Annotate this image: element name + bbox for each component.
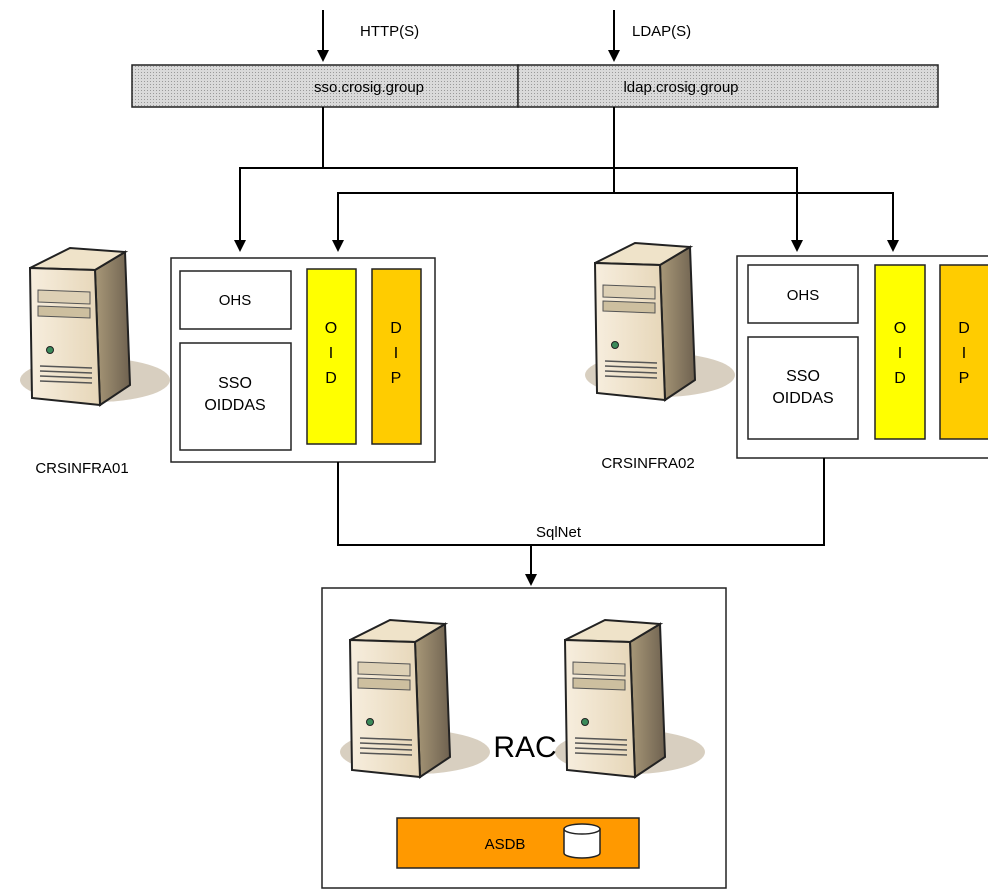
node2-sso-line2: OIDDAS [772, 390, 833, 407]
server-icon [584, 242, 736, 401]
load-balancer-bar: sso.crosig.group ldap.crosig.group [131, 64, 939, 108]
asdb-label: ASDB [485, 836, 526, 853]
node1-box: OHS SSO OIDDAS O I D D I P [170, 257, 436, 463]
database-cylinder-icon [563, 823, 601, 859]
node1-oid-letter: D [325, 370, 337, 387]
node2-dip-letter: P [959, 370, 970, 387]
sqlnet-connector [337, 458, 825, 586]
node2-dip-box [939, 264, 988, 440]
node1-oid-letter: I [329, 345, 333, 362]
node2-dip-letter: D [958, 320, 970, 337]
rac-label: RAC [493, 731, 556, 764]
node1-dip-letter: D [390, 320, 402, 337]
node2-oid-letter: I [898, 345, 902, 362]
node1-ohs-box [179, 270, 292, 330]
sqlnet-label: SqlNet [536, 524, 582, 541]
node1-hostname: CRSINFRA01 [35, 460, 128, 477]
node1-oid-box [306, 268, 357, 445]
ldap-label: LDAP(S) [632, 23, 691, 40]
lb-ldap-segment [517, 64, 939, 108]
node1-dip-letter: P [391, 370, 402, 387]
node1-dip-box [371, 268, 422, 445]
node1-sso-line1: SSO [218, 375, 252, 392]
lb-ldap-label: ldap.crosig.group [623, 79, 738, 96]
node1-sso-line2: OIDDAS [204, 397, 265, 414]
node2-ohs-label: OHS [787, 287, 820, 304]
node1-ohs-label: OHS [219, 292, 252, 309]
node2-oid-letter: D [894, 370, 906, 387]
node2-ohs-box [747, 264, 859, 324]
rac-box: RAC ASDB [321, 587, 727, 889]
http-label: HTTP(S) [360, 23, 419, 40]
lb-sso-label: sso.crosig.group [314, 79, 424, 96]
node1-dip-letter: I [394, 345, 398, 362]
node2-hostname: CRSINFRA02 [601, 455, 694, 472]
node2-sso-line1: SSO [786, 368, 820, 385]
server-icon [19, 247, 171, 406]
node2-box: OHS SSO OIDDAS O I D D I P [736, 255, 988, 459]
node2-dip-letter: I [962, 345, 966, 362]
node2-sso-box [747, 336, 859, 440]
lb-sso-segment [131, 64, 519, 108]
lb-connectors [234, 107, 899, 252]
node1-oid-letter: O [325, 320, 337, 337]
node1-sso-box [179, 342, 292, 451]
node2-oid-letter: O [894, 320, 906, 337]
node2-oid-box [874, 264, 926, 440]
